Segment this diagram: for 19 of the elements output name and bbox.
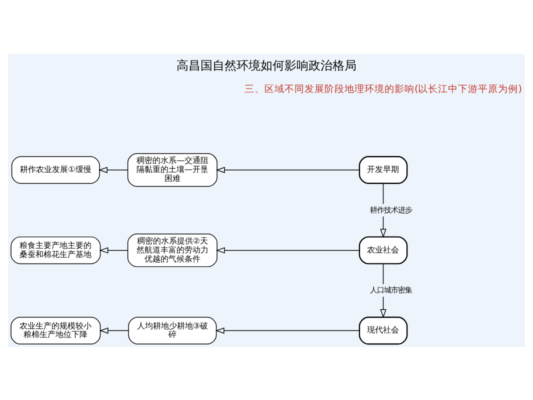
arrow [215,327,360,334]
label: 三、区域不同发展阶段地理环境的影响(以长江中下游平原为例) [244,84,522,95]
node-box: 稠密的水系提供②天然航道丰富的劳动力优越的气候条件 [127,233,218,267]
diagram-title: 高昌国自然环境如何影响政治格局 [176,58,356,72]
arrow [216,166,360,173]
node-box: 农业生产的规模较小粮棉生产地位下降 [10,316,101,344]
node-box: 开发早期 [358,156,408,184]
arrow [99,246,128,253]
edge-label: 人口城市密集 [370,285,412,294]
edge-label: 耕作技术进步 [370,204,412,214]
node-box: 农业社会 [358,236,408,264]
node-box: 稠密的水系—交通阻隔黏重的土壤—开垦困难 [127,152,218,186]
arrow [99,327,129,334]
arrow [216,246,360,253]
node-box: 耕作农业发展①缓慢 [11,156,100,184]
arrow [98,166,128,173]
node-box: 粮食主要产地主要的桑蚕和棉花生产基地 [10,236,101,264]
node-box: 现代社会 [358,316,408,344]
node-box: 人均耕地少耕地③破碎 [128,316,217,344]
